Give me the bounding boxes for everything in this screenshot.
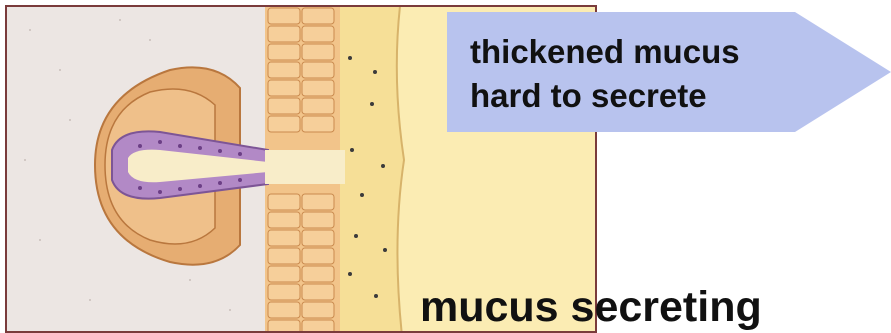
callout-label: thickened mucus hard to secrete [470,30,830,118]
mucus-secreting-label: mucus secreting [420,282,762,332]
callout-line-2: hard to secrete [470,74,830,118]
callout-line-1: thickened mucus [470,30,830,74]
